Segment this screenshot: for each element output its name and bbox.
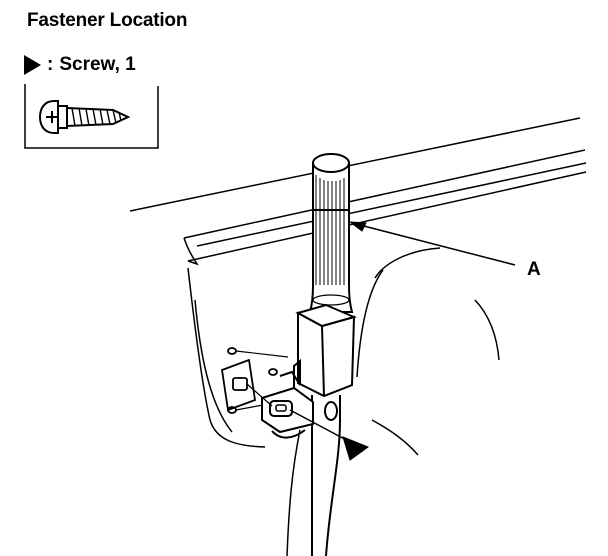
antenna-mast bbox=[308, 153, 354, 313]
legend-label: Screw, 1 bbox=[59, 54, 136, 75]
alignment-lines bbox=[235, 350, 289, 411]
legend-row: : Screw, 1 bbox=[24, 53, 136, 77]
diagram-title: Fastener Location bbox=[27, 10, 188, 31]
pan-head-screw-icon bbox=[38, 100, 131, 134]
antenna-base-block bbox=[295, 303, 357, 398]
callout-a-leader bbox=[348, 221, 516, 266]
screw-inset-box bbox=[24, 84, 159, 149]
callout-label-a: A bbox=[527, 259, 541, 280]
antenna-cable bbox=[311, 395, 341, 556]
screw-location-marker bbox=[289, 409, 370, 461]
body-panel-lines bbox=[129, 117, 587, 266]
legend-marker-triangle-icon bbox=[24, 55, 41, 75]
mounting-bracket bbox=[261, 358, 314, 439]
legend-separator: : bbox=[47, 54, 54, 75]
screw-marker-triangle-icon bbox=[342, 436, 370, 461]
panel-body-contour bbox=[187, 247, 500, 556]
